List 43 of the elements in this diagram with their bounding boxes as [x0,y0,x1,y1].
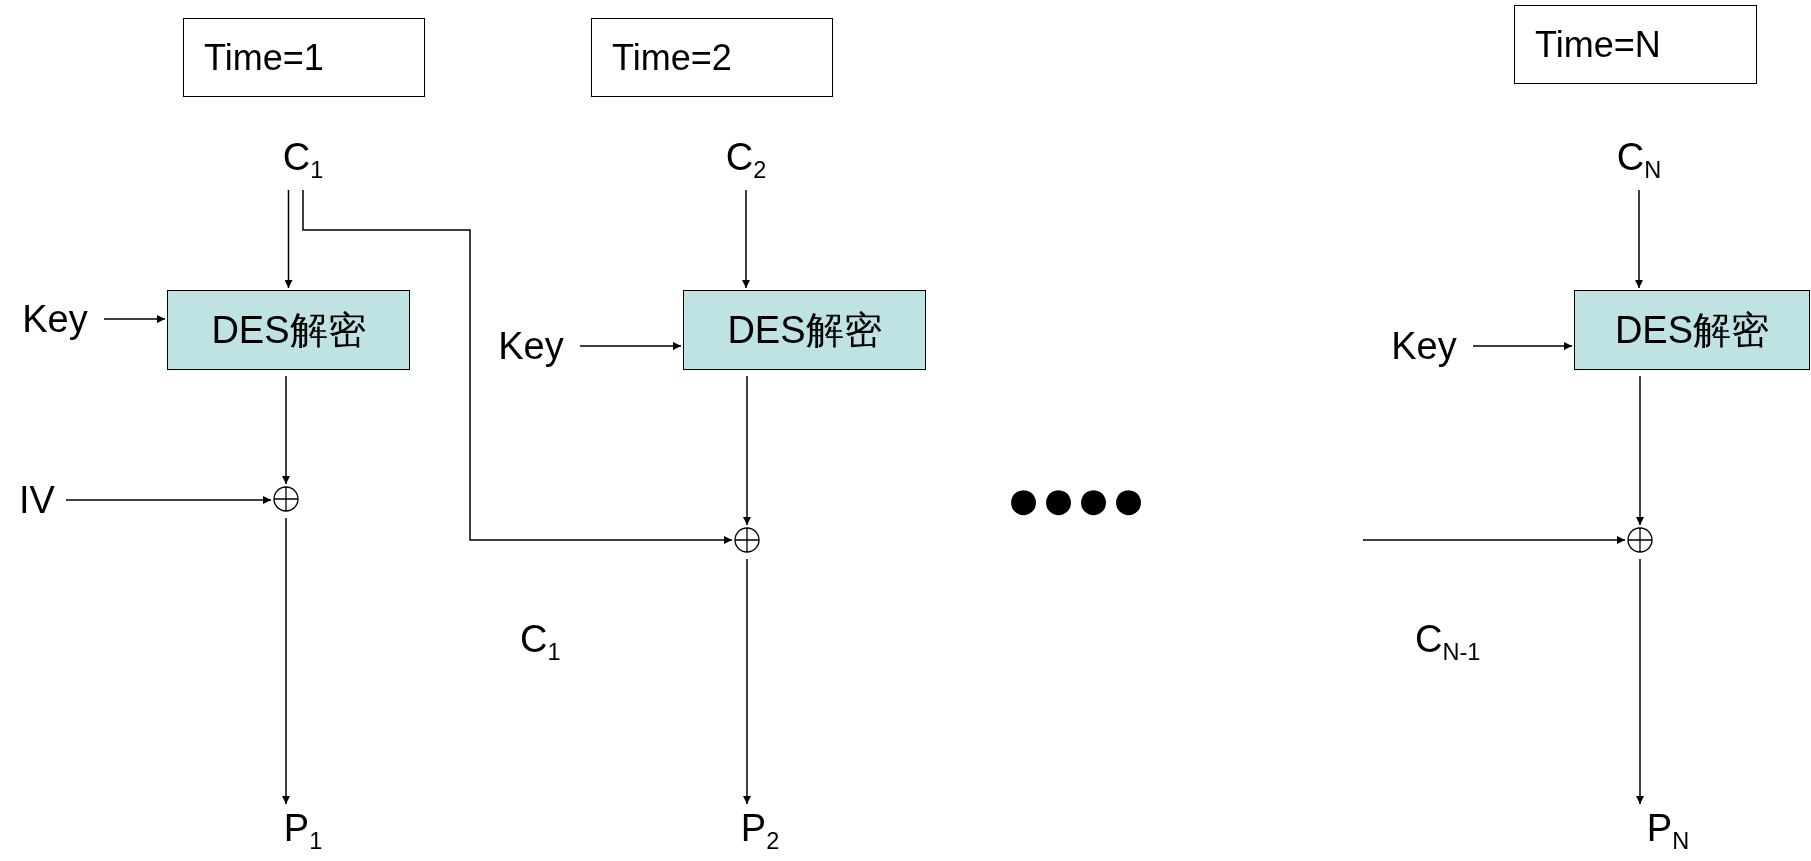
time-step-label: Time=1 [204,39,324,76]
signal-label: P$_{N}$ [1637,806,1699,856]
signal-label: C$_{1}$ [275,136,331,184]
des-decrypt-box [683,290,926,370]
time-step-box [183,18,425,97]
signal-label: Key [1381,326,1467,366]
arrow [1472,342,1573,350]
arrow [1636,558,1644,805]
time-step-label: Time=N [1535,26,1661,63]
time-step-box [591,18,833,97]
des-decrypt-label: DES解密 [727,311,882,349]
arrow [65,496,272,504]
signal-label: C$_{N}$ [1608,136,1670,184]
arrow [103,315,166,323]
xor-symbol-icon [734,527,760,553]
signal-label: C$_{2}$ [718,136,774,184]
signal-label: Key [12,299,98,339]
signal-label: P$_{2}$ [732,806,788,856]
arrow [1362,536,1626,544]
arrow [742,189,750,289]
des-decrypt-box [167,290,410,370]
arrow [282,375,290,485]
signal-label: P$_{1}$ [275,806,331,856]
time-step-label: Time=2 [612,39,732,76]
signal-label: Key [488,326,574,366]
arrow [743,375,751,526]
des-decrypt-box [1574,290,1810,370]
signal-label: IV [14,480,60,520]
arrow [579,342,682,350]
arrow [743,558,751,805]
xor-symbol-icon [273,486,299,512]
time-step-box [1514,5,1757,84]
arrow [282,517,290,805]
signal-label: C$_{1}$ [520,620,561,665]
arrow [1636,375,1644,526]
des-decrypt-label: DES解密 [211,311,366,349]
arrow [302,189,733,544]
ellipsis-dots: ●●●● [1006,470,1147,528]
des-decrypt-label: DES解密 [1614,311,1770,349]
signal-label: C$_{N-1}$ [1415,620,1481,665]
arrow [1635,189,1643,289]
xor-symbol-icon [1627,527,1653,553]
arrow [284,189,293,289]
